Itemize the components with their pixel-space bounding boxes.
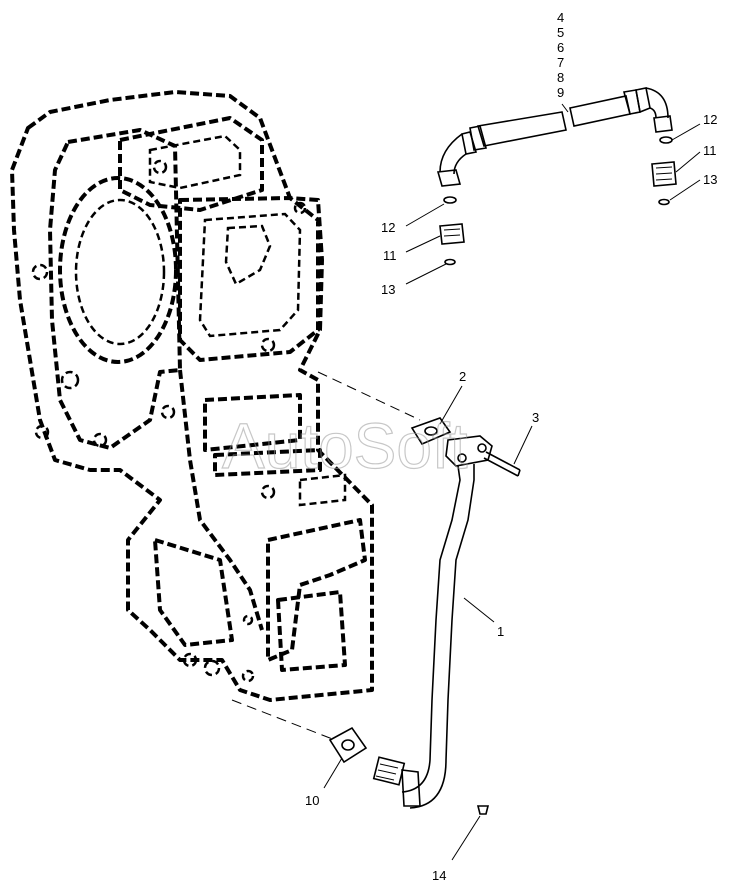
callout-13-right: 13	[703, 172, 717, 187]
alignment-lines	[231, 371, 421, 741]
callout-9: 9	[557, 85, 564, 100]
callout-8: 8	[557, 70, 564, 85]
hose-assembly	[436, 87, 673, 187]
callout-10: 10	[305, 793, 319, 808]
callout-12-left: 12	[381, 220, 395, 235]
transmission-housing	[10, 90, 374, 702]
callout-3: 3	[532, 410, 539, 425]
watermark-text: AutoSoft	[222, 410, 468, 482]
gasket-upper	[410, 417, 452, 446]
callout-labels: 4 5 6 7 8 9 12 11 13 12 11 13 2 3 1 10 1…	[305, 10, 717, 883]
gasket-lower	[328, 726, 368, 764]
callout-5: 5	[557, 25, 564, 40]
fittings-left	[439, 196, 465, 266]
callout-1: 1	[497, 624, 504, 639]
oil-tube-assembly	[372, 435, 521, 809]
leader-lines	[323, 103, 701, 861]
screw-14	[476, 805, 490, 815]
callout-12-right: 12	[703, 112, 717, 127]
callout-4: 4	[557, 10, 564, 25]
callout-6: 6	[557, 40, 564, 55]
callout-2: 2	[459, 369, 466, 384]
callout-11-right: 11	[703, 143, 717, 158]
callout-13-left: 13	[381, 282, 395, 297]
fittings-right	[651, 136, 677, 206]
callout-14: 14	[432, 868, 446, 883]
callout-11-left: 11	[383, 248, 397, 263]
callout-7: 7	[557, 55, 564, 70]
